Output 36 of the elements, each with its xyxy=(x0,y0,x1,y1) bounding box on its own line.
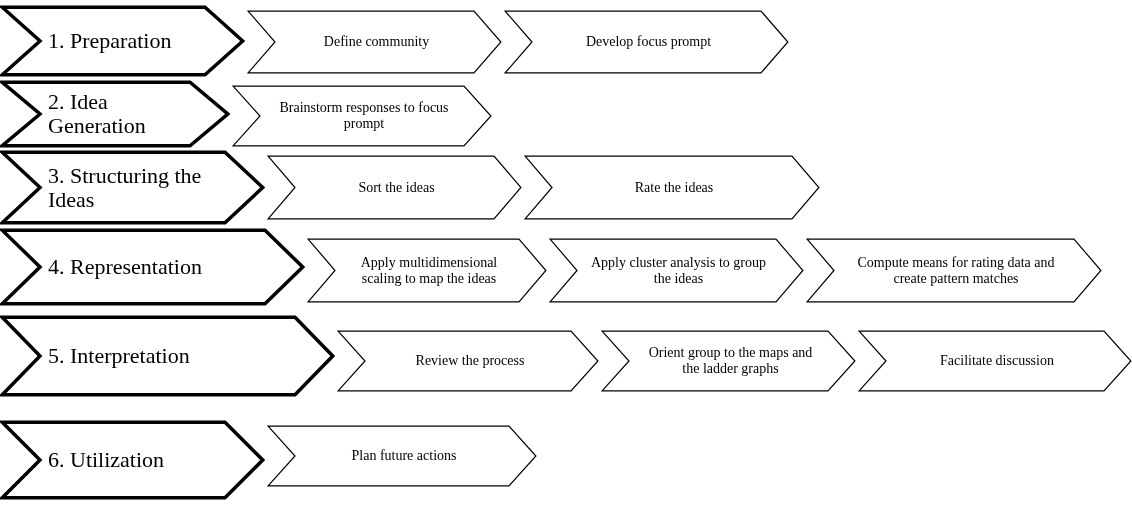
step-banner xyxy=(267,155,522,220)
stage-label: 4. Representation xyxy=(48,255,202,279)
step-banner xyxy=(307,238,547,303)
step-banner xyxy=(549,238,804,303)
stage-label: 2. Idea Generation xyxy=(48,90,147,138)
step-banner xyxy=(524,155,820,220)
step-label: Plan future actions xyxy=(351,448,457,464)
step-banner xyxy=(806,238,1102,303)
step-label: Review the process xyxy=(415,353,525,369)
step-label: Define community xyxy=(323,34,430,50)
step-label: Apply cluster analysis to group the ideas xyxy=(590,254,767,287)
step-label: Compute means for rating data and create pattern matches xyxy=(856,254,1056,287)
step-label: Orient group to the maps and the ladder graphs xyxy=(647,345,814,377)
step-banner xyxy=(232,85,492,147)
stage-banner xyxy=(0,420,265,500)
step-label: Sort the ideas xyxy=(358,179,435,196)
stage-banner xyxy=(0,5,245,77)
step-label: Apply multidimensional scaling to map the ideas xyxy=(359,254,499,287)
step-banner xyxy=(267,425,537,487)
step-label: Rate the ideas xyxy=(634,179,714,196)
stage-label: 5. Interpretation xyxy=(48,344,190,368)
step-banner xyxy=(247,10,502,74)
stage-banner xyxy=(0,315,335,397)
step-banner xyxy=(601,330,856,392)
stage-banner xyxy=(0,80,230,148)
step-label: Brainstorm responses to focus prompt xyxy=(278,100,450,132)
step-label: Facilitate discussion xyxy=(940,353,1054,369)
step-banner xyxy=(504,10,789,74)
step-banner xyxy=(337,330,599,392)
step-banner xyxy=(858,330,1132,392)
stage-label: 1. Preparation xyxy=(48,29,172,53)
stage-label: 3. Structuring the Ideas xyxy=(48,163,203,212)
stage-label: 6. Utilization xyxy=(48,448,165,472)
stage-banner xyxy=(0,150,265,225)
step-label: Develop focus prompt xyxy=(585,34,712,50)
stage-banner xyxy=(0,228,305,306)
